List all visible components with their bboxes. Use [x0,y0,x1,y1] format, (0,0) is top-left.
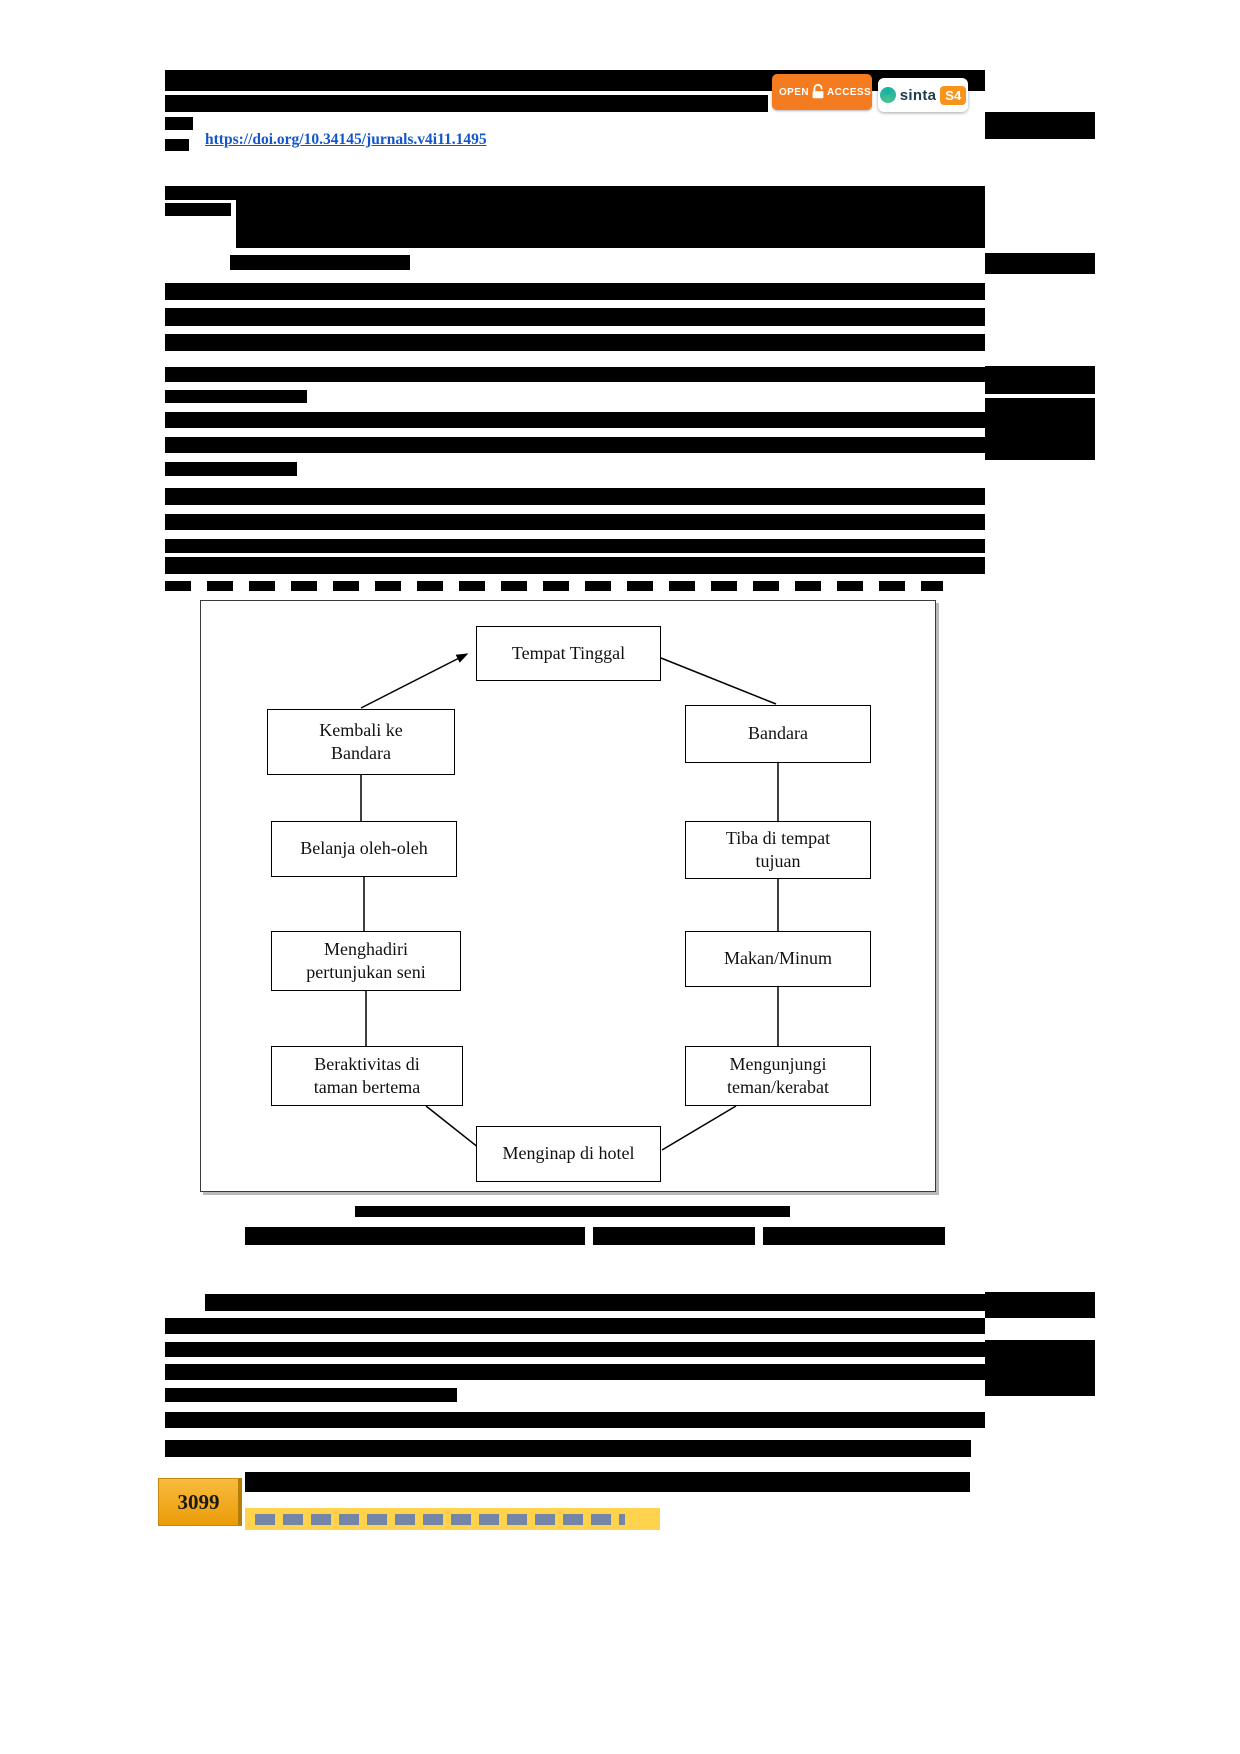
redacted-text-block [985,1292,1095,1318]
redacted-text-block [165,95,768,112]
node-makan-minum: Makan/Minum [685,931,871,987]
node-menghadiri-pertunjukan-seni: Menghadiri pertunjukan seni [271,931,461,991]
redacted-text-block [985,1340,1095,1396]
redacted-text-block [165,437,985,453]
footer-link-redacted-text [255,1513,625,1525]
node-belanja-oleh-oleh: Belanja oleh-oleh [271,821,457,877]
sinta-badge: sinta S4 [878,78,968,112]
redacted-text-block [165,1342,985,1357]
sinta-rank-badge: S4 [940,85,967,105]
redacted-text-block [165,1364,985,1380]
redacted-text-block [985,366,1095,394]
sinta-logo-icon [879,87,896,103]
redacted-text-block [236,200,985,248]
redacted-caption-line [593,1227,755,1245]
redacted-text-block [165,1388,457,1402]
open-lock-icon [809,83,827,101]
redacted-dotted-line [165,581,943,591]
redacted-text-block [985,112,1095,139]
figure-travel-cycle: Tempat Tinggal Kembali ke Bandara Bandar… [200,600,936,1192]
redacted-text-block [985,398,1095,460]
redacted-text-block [165,462,297,476]
redacted-text-block [165,1440,971,1457]
redacted-text-block [165,283,985,300]
redacted-caption-line [355,1206,790,1217]
node-kembali-ke-bandara: Kembali ke Bandara [267,709,455,775]
node-menginap-di-hotel: Menginap di hotel [476,1126,661,1182]
redacted-caption-line [245,1227,585,1245]
open-access-badge: OPEN ACCESS [772,74,872,110]
redacted-text-block [165,1412,985,1428]
footer-link-highlight[interactable] [245,1508,660,1530]
redacted-text-block [205,1294,985,1311]
redacted-text-block [165,557,985,574]
node-mengunjungi-teman-kerabat: Mengunjungi teman/kerabat [685,1046,871,1106]
node-bandara: Bandara [685,705,871,763]
redacted-text-block [165,203,231,216]
redacted-text-block [165,139,189,151]
redacted-text-block [230,255,410,270]
redacted-text-block [165,117,193,130]
page-number: 3099 [177,1489,220,1514]
redacted-text-block [985,253,1095,274]
node-tiba-di-tempat-tujuan: Tiba di tempat tujuan [685,821,871,879]
redacted-text-block [165,186,985,200]
redacted-text-block [165,308,985,326]
redacted-text-block [165,412,985,428]
redacted-caption-line [763,1227,945,1245]
open-access-label-open: OPEN [779,86,809,98]
redacted-text-block [165,488,985,505]
sinta-label: sinta [899,86,937,104]
redacted-text-block [165,390,307,403]
redacted-text-block [165,539,985,553]
node-beraktivitas-di-taman-bertema: Beraktivitas di taman bertema [271,1046,463,1106]
redacted-text-block [165,367,985,382]
redacted-text-block [245,1472,970,1492]
redacted-text-block [165,1318,985,1334]
open-access-label-access: ACCESS [826,86,872,98]
redacted-text-block [165,514,985,530]
redacted-text-block [165,334,985,351]
node-tempat-tinggal: Tempat Tinggal [476,626,661,681]
doi-link[interactable]: https://doi.org/10.34145/jurnals.v4i11.1… [205,131,487,148]
page-number-box: 3099 [158,1478,242,1526]
